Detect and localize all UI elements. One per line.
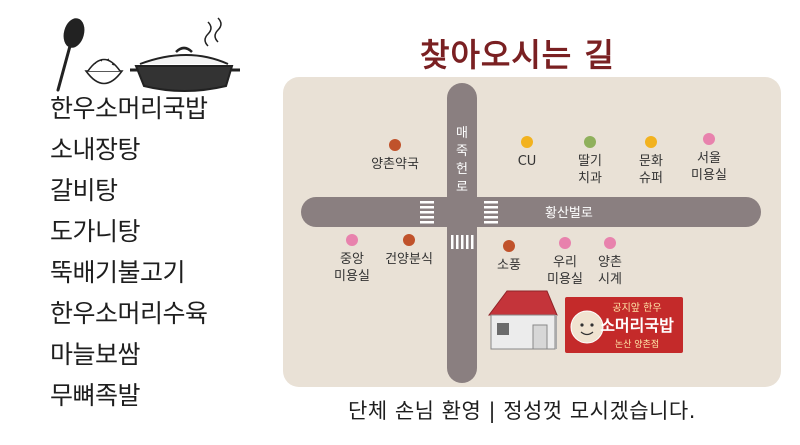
place-marker-dot: [559, 237, 571, 249]
restaurant-sign: 공지앞 한우 소머리국밥 논산 양촌점: [565, 297, 683, 353]
place-label: 우리: [553, 255, 577, 270]
place-marker-dot: [703, 133, 715, 145]
menu-item: 한우소머리수육: [50, 299, 208, 328]
svg-text:로: 로: [456, 180, 468, 195]
place-marker-dot: [389, 139, 401, 151]
place-label: 치과: [578, 171, 602, 186]
place-marker-dot: [503, 240, 515, 252]
horizontal-road: [301, 197, 761, 227]
place-label: 양촌약국: [371, 157, 419, 172]
place-marker-dot: [521, 136, 533, 148]
map-title: 찾아오시는 길: [420, 36, 615, 74]
place-label: 소풍: [497, 258, 521, 273]
sign-branch-text: 논산 양촌점: [615, 338, 659, 350]
spoon-icon: [56, 18, 85, 92]
sign-name-text: 소머리국밥: [600, 316, 674, 335]
footer-message: 단체 손님 환영 | 정성껏 모시겠습니다.: [348, 399, 696, 423]
map-place-yangchon-pharmacy: 양촌약국: [371, 139, 419, 172]
menu-item: 마늘보쌈: [50, 340, 141, 369]
menu-item: 갈비탕: [50, 176, 118, 205]
vertical-road: [447, 83, 477, 383]
place-label: 중앙: [340, 252, 364, 267]
menu-item: 도가니탕: [50, 217, 141, 246]
menu-item: 한우소머리국밥: [50, 94, 208, 123]
pot-icon: [130, 17, 240, 92]
place-label: 문화: [639, 154, 663, 169]
place-label: 시계: [598, 272, 622, 287]
map-place-geonyang-snack: 건양분식: [385, 234, 433, 267]
svg-text:매: 매: [456, 126, 468, 141]
menu-item: 무뼈족발: [50, 381, 141, 410]
horizontal-road-label: 황산벌로: [545, 206, 593, 221]
crosswalk: [451, 235, 474, 249]
place-label: 양촌: [598, 255, 622, 270]
place-label: 슈퍼: [639, 171, 663, 186]
restaurant-building: [488, 290, 558, 350]
place-marker-dot: [403, 234, 415, 246]
map-place-sopung: 소풍: [497, 240, 521, 273]
place-label: 미용실: [691, 168, 727, 183]
place-marker-dot: [584, 136, 596, 148]
vertical-road-label: 매 죽 헌 로: [456, 126, 468, 195]
place-label: 서울: [697, 151, 721, 166]
place-label: 딸기: [578, 154, 602, 169]
menu-item: 뚝배기불고기: [50, 258, 186, 287]
place-label: CU: [518, 154, 537, 169]
place-marker-dot: [346, 234, 358, 246]
sign-top-text: 공지앞 한우: [612, 302, 661, 314]
map-place-cu: CU: [518, 136, 537, 169]
svg-text:죽: 죽: [456, 144, 468, 159]
place-label: 미용실: [547, 272, 583, 287]
menu-list: 한우소머리국밥 소내장탕 갈비탕 도가니탕 뚝배기불고기 한우소머리수육 마늘보…: [50, 88, 208, 416]
place-marker-dot: [604, 237, 616, 249]
crosswalk: [420, 201, 434, 224]
place-label: 미용실: [334, 269, 370, 284]
svg-text:헌: 헌: [456, 162, 468, 177]
kitchen-doodle-illustration: [50, 16, 250, 94]
menu-item: 소내장탕: [50, 135, 141, 164]
place-marker-dot: [645, 136, 657, 148]
place-label: 건양분식: [385, 252, 433, 267]
crosswalk: [484, 201, 498, 224]
rice-bowl-icon: [84, 58, 124, 85]
